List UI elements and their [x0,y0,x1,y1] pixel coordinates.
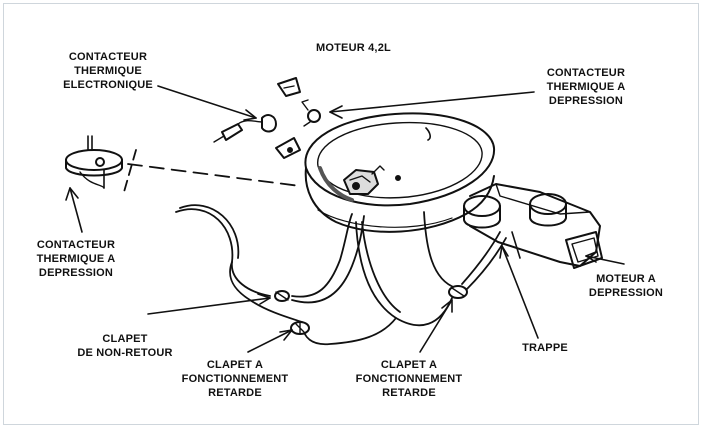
vacuum-hoses [175,204,507,346]
label-clapet-fonctionnement-retarde-2: CLAPET A FONCTIONNEMENT RETARDE [355,359,463,399]
label-clapet-non-retour: CLAPET DE NON-RETOUR [77,333,173,359]
label-moteur-depression: MOTEUR A DEPRESSION [588,273,664,299]
label-trappe: TRAPPE [522,342,568,354]
label-contacteur-thermique-depression-left: CONTACTEUR THERMIQUE A DEPRESSION [36,239,116,279]
diagram-title: MOTEUR 4,2L [316,42,391,54]
clapet-retarde-2-part [448,285,468,299]
contacteur-thermique-depression-top-part [301,99,321,127]
contacteur-thermique-depression-left-part [65,135,123,189]
intake-snorkel [463,183,603,269]
air-cleaner-housing [304,112,496,233]
diagram-frame [3,3,699,425]
label-contacteur-thermique-electronique: CONTACTEUR THERMIQUE ELECTRONIQUE [63,51,153,91]
clapet-non-retour-part [274,290,290,302]
clapet-retarde-1-part [290,321,310,335]
label-contacteur-thermique-depression-top: CONTACTEUR THERMIQUE A DEPRESSION [546,67,626,107]
dashed-separator [123,149,137,193]
contacteur-thermique-electronique-part [213,77,301,159]
leader-arrows [65,85,625,353]
label-clapet-fonctionnement-retarde-1: CLAPET A FONCTIONNEMENT RETARDE [181,359,289,399]
dashed-connection-line [127,163,301,187]
